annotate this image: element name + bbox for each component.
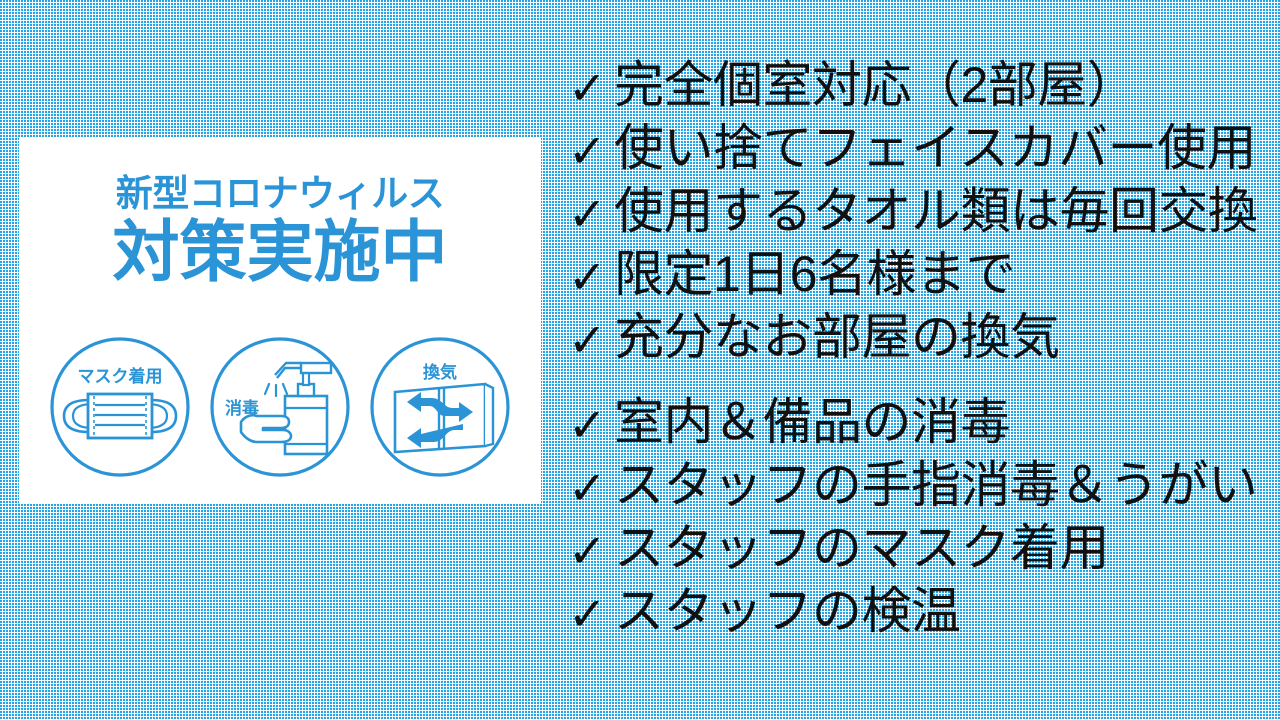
- check-icon: ✓: [568, 525, 607, 577]
- list-item-label: スタッフの検温: [614, 583, 961, 639]
- poster-title: 対策実施中: [112, 215, 448, 290]
- list-item-label: 室内＆備品の消毒: [614, 394, 1011, 450]
- checklist-group-2: ✓ 室内＆備品の消毒 ✓ スタッフの手指消毒＆うがい ✓ スタッフのマスク着用 …: [568, 391, 1274, 643]
- list-item-label: 限定1日6名様まで: [614, 246, 1016, 302]
- svg-text:換気: 換気: [423, 362, 457, 382]
- checklist-group-separator: [568, 369, 1274, 391]
- list-item-label: 使用するタオル類は毎回交換: [614, 183, 1258, 239]
- checklist-group-1: ✓ 完全個室対応（2部屋） ✓ 使い捨てフェイスカバー使用 ✓ 使用するタオル類…: [568, 54, 1274, 369]
- list-item: ✓ スタッフの検温: [568, 580, 1274, 643]
- list-item: ✓ 使い捨てフェイスカバー使用: [568, 117, 1274, 180]
- list-item-label: 充分なお部屋の換気: [614, 309, 1060, 365]
- covid-measures-poster: 新型コロナウィルス 対策実施中 マスク着用: [19, 137, 541, 504]
- list-item: ✓ 限定1日6名様まで: [568, 243, 1274, 306]
- check-icon: ✓: [568, 62, 607, 114]
- list-item: ✓ 充分なお部屋の換気: [568, 306, 1274, 369]
- check-icon: ✓: [568, 125, 607, 177]
- list-item: ✓ 室内＆備品の消毒: [568, 391, 1274, 454]
- measures-checklist: ✓ 完全個室対応（2部屋） ✓ 使い捨てフェイスカバー使用 ✓ 使用するタオル類…: [568, 54, 1274, 643]
- sanitizer-icon: 消毒: [207, 334, 353, 480]
- check-icon: ✓: [568, 251, 607, 303]
- list-item-label: スタッフの手指消毒＆うがい: [614, 457, 1258, 513]
- svg-text:マスク着用: マスク着用: [78, 366, 163, 386]
- check-icon: ✓: [568, 314, 607, 366]
- svg-text:消毒: 消毒: [225, 398, 259, 418]
- list-item: ✓ スタッフの手指消毒＆うがい: [568, 454, 1274, 517]
- list-item: ✓ スタッフのマスク着用: [568, 517, 1274, 580]
- mask-icon: マスク着用: [47, 334, 193, 480]
- list-item-label: 完全個室対応（2部屋）: [614, 57, 1137, 113]
- list-item: ✓ 完全個室対応（2部屋）: [568, 54, 1274, 117]
- poster-icon-row: マスク着用: [47, 327, 513, 487]
- list-item: ✓ 使用するタオル類は毎回交換: [568, 180, 1274, 243]
- check-icon: ✓: [568, 399, 607, 451]
- check-icon: ✓: [568, 588, 607, 640]
- list-item-label: スタッフのマスク着用: [614, 520, 1110, 576]
- check-icon: ✓: [568, 462, 607, 514]
- check-icon: ✓: [568, 188, 607, 240]
- list-item-label: 使い捨てフェイスカバー使用: [614, 120, 1257, 176]
- ventilation-icon: 換気: [367, 334, 513, 480]
- poster-subtitle: 新型コロナウィルス: [115, 173, 445, 214]
